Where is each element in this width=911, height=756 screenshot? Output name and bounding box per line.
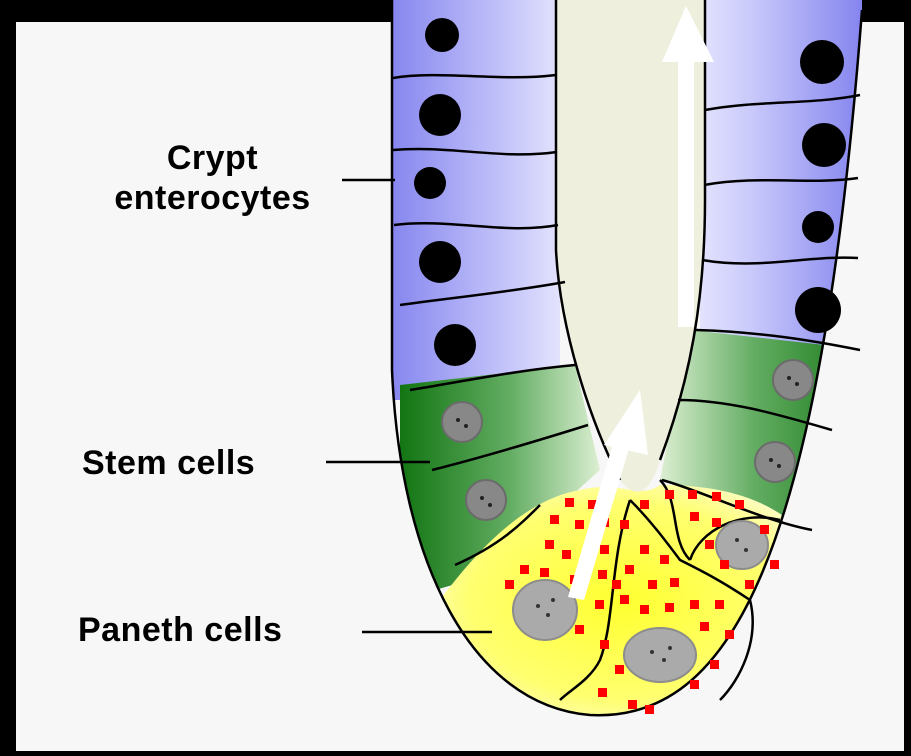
frame-left-bar	[0, 0, 16, 751]
label-crypt-line2: enterocytes	[80, 178, 345, 218]
label-crypt-enterocytes: Crypt enterocytes	[80, 138, 345, 218]
label-crypt-line1: Crypt	[80, 138, 345, 178]
label-paneth-cells: Paneth cells	[78, 610, 282, 650]
label-stem-cells: Stem cells	[82, 443, 255, 483]
